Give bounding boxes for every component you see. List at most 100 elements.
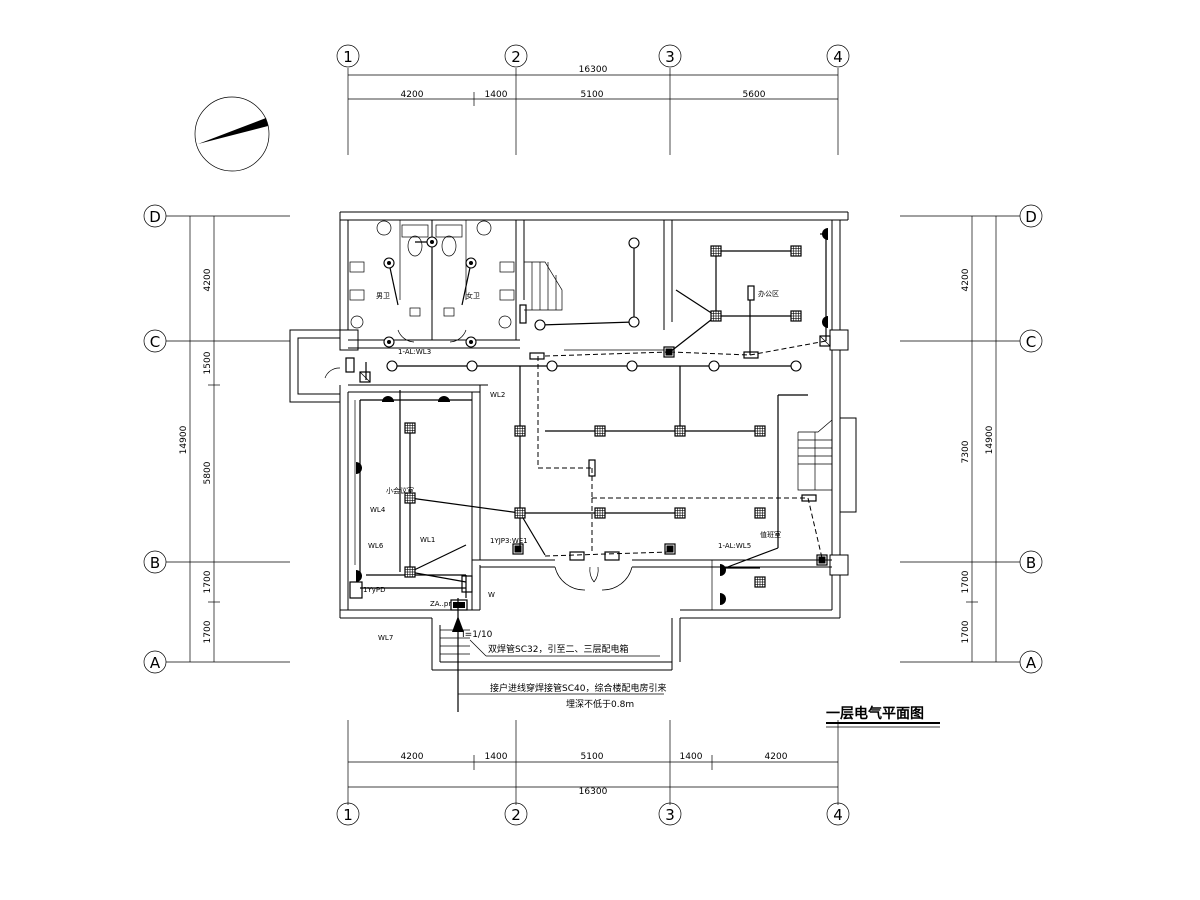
dim-span: 5100 [581, 90, 604, 100]
ceiling-light-icon [466, 360, 478, 372]
right-axis-bubbles: D C B A 14900 4200 7300 1700 1700 [900, 204, 1043, 674]
incoming-arrow-icon [452, 616, 464, 632]
room-label: 男卫 [376, 292, 390, 300]
dim-span: 1700 [203, 570, 213, 593]
axis-label: 3 [665, 48, 675, 66]
grid-light-icon [674, 507, 686, 519]
ceiling-light-icon [626, 360, 638, 372]
dim-span: 1700 [961, 570, 971, 593]
axis-label: B [1026, 554, 1036, 572]
dim-span: 1500 [203, 351, 213, 374]
axis-label: 4 [833, 806, 843, 824]
room-label: 女卫 [466, 291, 480, 300]
depth-note: 埋深不低于0.8m [566, 698, 634, 710]
axis-label: 1 [343, 806, 353, 824]
dim-span: 1400 [485, 752, 508, 762]
grid-light-icon [754, 576, 766, 588]
dim-span: 7300 [961, 440, 971, 463]
axis-label: 1 [343, 48, 353, 66]
axis-label: D [1025, 208, 1037, 226]
room-label: 办公区 [758, 289, 779, 298]
fixture-round-lights [383, 236, 802, 372]
drawing-title-block: 一层电气平面图 [826, 705, 940, 728]
dim-span: 1400 [485, 90, 508, 100]
circuit-label: WL2 [490, 391, 505, 399]
grid-light-icon [674, 425, 686, 437]
axis-label: A [1026, 654, 1037, 672]
axis-label: B [150, 554, 160, 572]
circuit-label: I=1/10 [462, 630, 493, 640]
incoming-note: 接户进线穿焊接管SC40，综合楼配电房引来 [490, 682, 666, 694]
axis-label: 2 [511, 806, 521, 824]
grid-light-icon [754, 507, 766, 519]
grid-light-icon [594, 507, 606, 519]
dim-span: 4200 [961, 268, 971, 291]
grid-light-icon [710, 245, 722, 257]
bottom-dimensions: 4200 1400 5100 1400 4200 16300 [347, 720, 839, 805]
ceiling-light-icon [546, 360, 558, 372]
wall-lights [356, 228, 828, 605]
dim-total: 16300 [579, 787, 608, 797]
toilet-fixtures [349, 220, 515, 329]
circuit-label: ZA..pr [430, 600, 451, 608]
circuit-label: WL6 [368, 542, 384, 550]
stair-upper [524, 261, 664, 351]
ceiling-light-icon [383, 336, 395, 348]
dim-total: 14900 [985, 425, 995, 454]
axis-label: C [1026, 333, 1036, 351]
circuit-label: 1YJP3:WE1 [490, 537, 528, 545]
axis-label: C [150, 333, 160, 351]
circuit-label: W [488, 591, 495, 599]
ceiling-light-icon [708, 360, 720, 372]
drawing-title: 一层电气平面图 [826, 705, 924, 722]
dim-span: 4200 [401, 752, 424, 762]
circuit-label: 1-AL:WL3 [398, 348, 431, 356]
circuit-labels: 1-AL:WL3 WL2 WL4 WL6 WL1 WL7 1-AL:WL5 1Y… [363, 348, 751, 642]
axis-label: A [150, 654, 161, 672]
ceiling-light-icon [465, 257, 477, 269]
fixture-grid-lights [404, 245, 802, 588]
emergency-wiring [537, 340, 827, 559]
grid-light-icon [404, 492, 416, 504]
axis-label: 4 [833, 48, 843, 66]
dim-span: 5600 [743, 90, 766, 100]
north-arrow-icon [194, 96, 270, 172]
ceiling-light-icon [628, 316, 640, 328]
circuit-label: WL1 [420, 536, 435, 544]
dim-total: 14900 [179, 425, 189, 454]
bottom-axis-bubbles: 1 2 3 4 [336, 802, 850, 826]
grid-light-icon [404, 566, 416, 578]
dim-span: 4200 [401, 90, 424, 100]
axis-label: D [149, 208, 161, 226]
dim-span: 1700 [203, 620, 213, 643]
top-axis-bubbles: 1 2 3 4 [336, 44, 850, 68]
circuit-label: WL7 [378, 634, 393, 642]
grid-light-icon [790, 245, 802, 257]
grid-light-icon [404, 422, 416, 434]
dim-span: 4200 [765, 752, 788, 762]
ceiling-light-icon [465, 336, 477, 348]
grid-light-icon [754, 425, 766, 437]
dim-span: 5800 [203, 461, 213, 484]
grid-light-icon [790, 310, 802, 322]
circuit-label: 1-AL:WL5 [718, 542, 751, 550]
ceiling-light-icon [790, 360, 802, 372]
axis-label: 3 [665, 806, 675, 824]
room-labels: 男卫 女卫 小会议室 办公区 值班室 [376, 289, 781, 539]
ceiling-light-icon [386, 360, 398, 372]
room-label: 值班室 [760, 530, 781, 539]
axis-label: 2 [511, 48, 521, 66]
ceiling-light-icon [534, 319, 546, 331]
ceiling-light-icon [628, 237, 640, 249]
building-walls [289, 211, 857, 671]
grid-light-icon [514, 507, 526, 519]
grid-light-icon [594, 425, 606, 437]
notes: 双焊管SC32，引至二、三层配电箱 接户进线穿焊接管SC40，综合楼配电房引来 … [458, 639, 666, 710]
dim-span: 1700 [961, 620, 971, 643]
left-axis-bubbles: D C B A 14900 4200 1500 5800 1700 1700 [143, 204, 290, 674]
distribution-panels [349, 575, 473, 611]
dim-span: 4200 [203, 268, 213, 291]
dim-span: 5100 [581, 752, 604, 762]
riser-note: 双焊管SC32，引至二、三层配电箱 [488, 643, 628, 655]
